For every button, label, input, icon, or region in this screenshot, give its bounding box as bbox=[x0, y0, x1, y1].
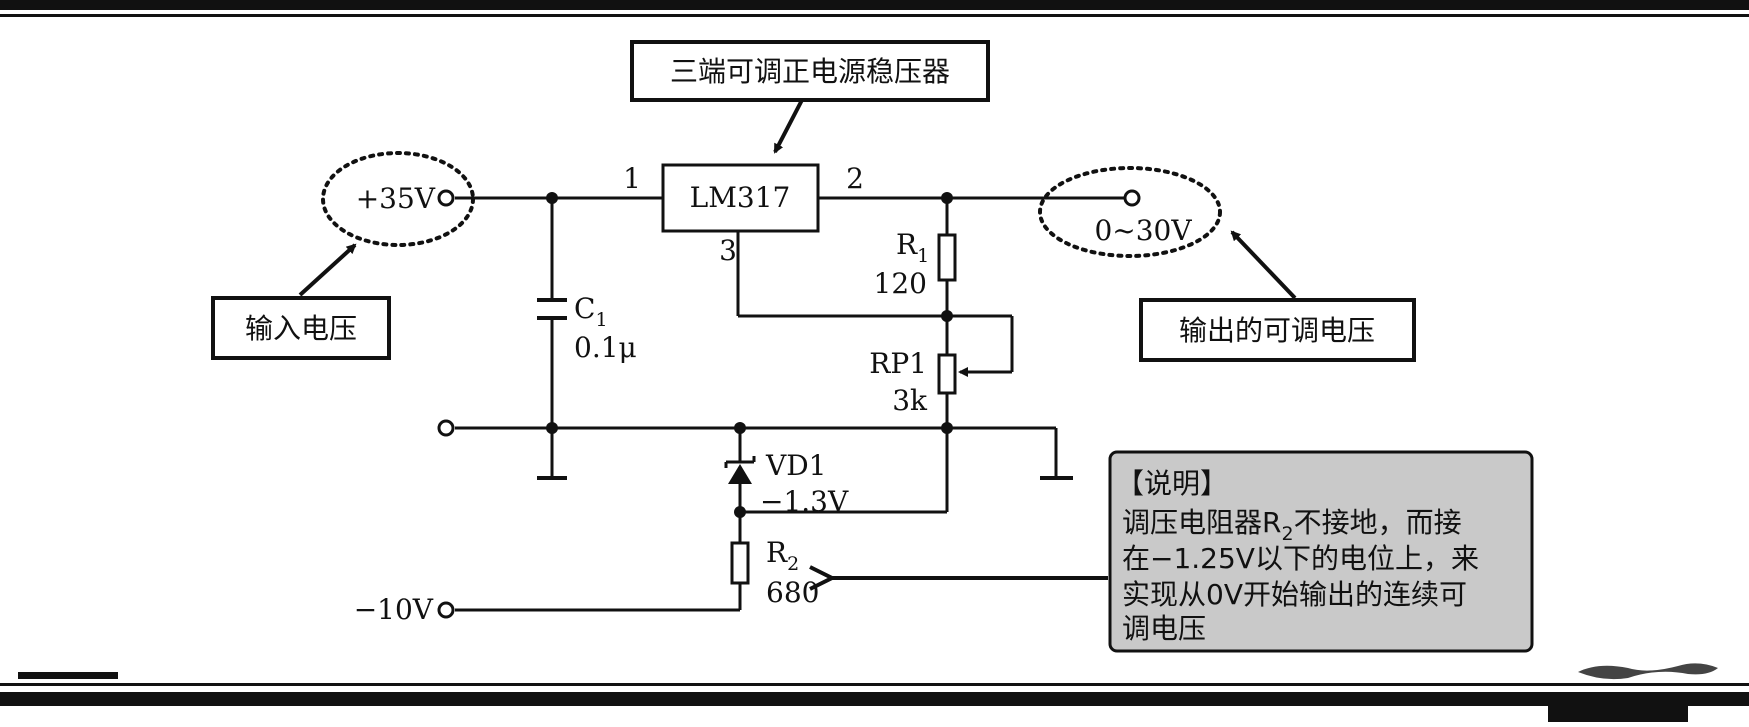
bottom-corner-block bbox=[1548, 706, 1688, 722]
input-callout-box bbox=[211, 296, 391, 360]
neg-terminal bbox=[437, 601, 455, 619]
title-text: 三端可调正电源稳压器 bbox=[670, 55, 950, 88]
bottom-border-line bbox=[0, 683, 1749, 686]
note-line-3: 实现从0V开始输出的连续可 bbox=[1122, 578, 1467, 611]
bottom-short-bar bbox=[18, 672, 118, 679]
input-ellipse bbox=[321, 151, 475, 247]
note-line-4: 调电压 bbox=[1122, 612, 1206, 645]
output-arrow bbox=[1230, 230, 1297, 300]
rp1-resistor bbox=[937, 353, 957, 395]
title-box bbox=[630, 40, 990, 102]
ic-pin3: 3 bbox=[719, 234, 737, 267]
r2-value: 680 bbox=[766, 576, 819, 609]
r1-value: 120 bbox=[874, 267, 927, 300]
input-arrow bbox=[298, 243, 357, 297]
title-arrow bbox=[773, 99, 804, 154]
ic-pin1: 1 bbox=[623, 162, 641, 195]
input-terminal bbox=[437, 189, 455, 207]
output-callout: 输出的可调电压 bbox=[1179, 314, 1375, 347]
output-terminal bbox=[1123, 189, 1141, 207]
ic-lm317 bbox=[661, 163, 820, 233]
ic-label: LM317 bbox=[690, 181, 791, 214]
output-ellipse bbox=[1038, 166, 1222, 258]
wiring bbox=[455, 196, 1125, 612]
vd1-label: VD1 bbox=[765, 449, 826, 482]
terminals bbox=[437, 189, 1141, 619]
note-line-1: 调压电阻器R2不接地，而接 bbox=[1122, 506, 1462, 545]
top-border-line bbox=[0, 14, 1749, 17]
note-line-2: 在−1.25V以下的电位上，来 bbox=[1122, 542, 1479, 575]
r1-resistor bbox=[937, 233, 957, 282]
input-voltage: +35V bbox=[356, 182, 436, 215]
c1-label: C1 bbox=[574, 292, 608, 331]
output-voltage: 0~30V bbox=[1094, 214, 1192, 247]
neg-supply-voltage: −10V bbox=[354, 593, 434, 626]
output-callout-box bbox=[1139, 298, 1416, 362]
input-callout: 输入电压 bbox=[245, 312, 357, 345]
rp1-label: RP1 bbox=[869, 347, 927, 380]
ic-pin2: 2 bbox=[846, 162, 864, 195]
vd1-value: −1.3V bbox=[760, 485, 849, 518]
rp1-value: 3k bbox=[892, 384, 928, 417]
r2-label: R2 bbox=[766, 536, 799, 575]
corner-scribble bbox=[1578, 663, 1718, 680]
vd1-diode bbox=[724, 456, 756, 484]
r2-resistor bbox=[730, 541, 750, 585]
note-box bbox=[1108, 450, 1534, 653]
note-heading: 【说明】 bbox=[1116, 467, 1228, 500]
common-terminal bbox=[437, 419, 455, 437]
top-border-bar bbox=[0, 0, 1749, 10]
c1-value: 0.1μ bbox=[574, 331, 637, 364]
bottom-border-bar bbox=[0, 692, 1749, 706]
junction-dots bbox=[546, 192, 953, 518]
r1-label: R1 bbox=[896, 228, 929, 267]
